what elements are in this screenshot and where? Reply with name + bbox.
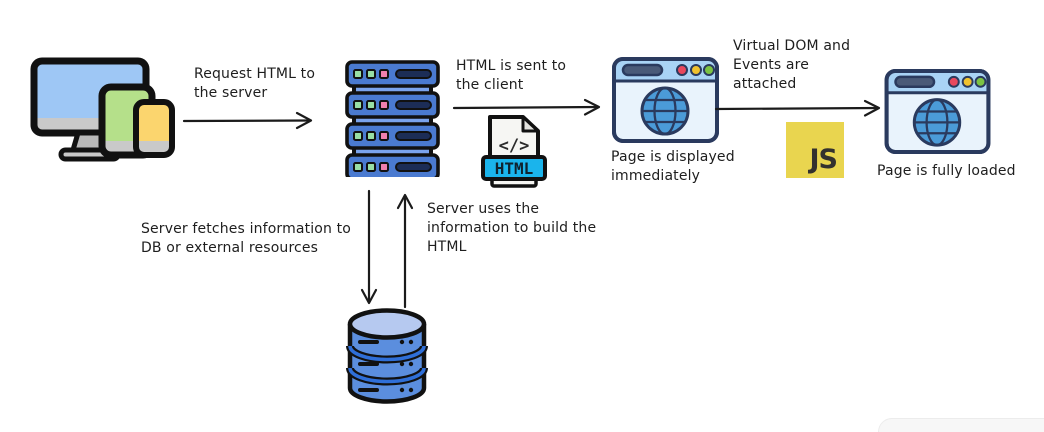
edge-label-server-uses: Server uses the information to build the… [427, 201, 597, 255]
globe-icon [912, 98, 962, 147]
js-icon: JS [786, 122, 844, 178]
html-badge-text: HTML [495, 159, 534, 178]
browser-window-final [883, 69, 992, 154]
arrow-server-to-db [358, 189, 380, 309]
arrow-browser-to-browser [714, 97, 886, 119]
code-glyph: </> [499, 136, 530, 156]
caption-page-displayed: Page is displayed immediately [611, 149, 735, 184]
edge-label-server-fetches: Server fetches information to DB or exte… [141, 221, 351, 256]
edge-label-request-html: Request HTML to the server [194, 66, 316, 101]
caption-page-loaded: Page is fully loaded [877, 163, 1016, 179]
database-icon [346, 306, 428, 406]
devices-icon [30, 57, 175, 165]
edge-label-virtual-dom: Virtual DOM and Events are attached [733, 38, 851, 92]
arrow-db-to-server [394, 189, 416, 309]
html-file-icon: </> HTML [481, 114, 547, 192]
server-icon [345, 60, 440, 177]
globe-icon [640, 86, 690, 136]
bottom-right-panel-edge [878, 418, 1044, 432]
arrow-devices-to-server [182, 109, 318, 131]
edge-label-html-sent: HTML is sent to the client [456, 58, 567, 93]
browser-window-initial [612, 57, 719, 143]
arrow-server-to-browser [452, 96, 606, 118]
